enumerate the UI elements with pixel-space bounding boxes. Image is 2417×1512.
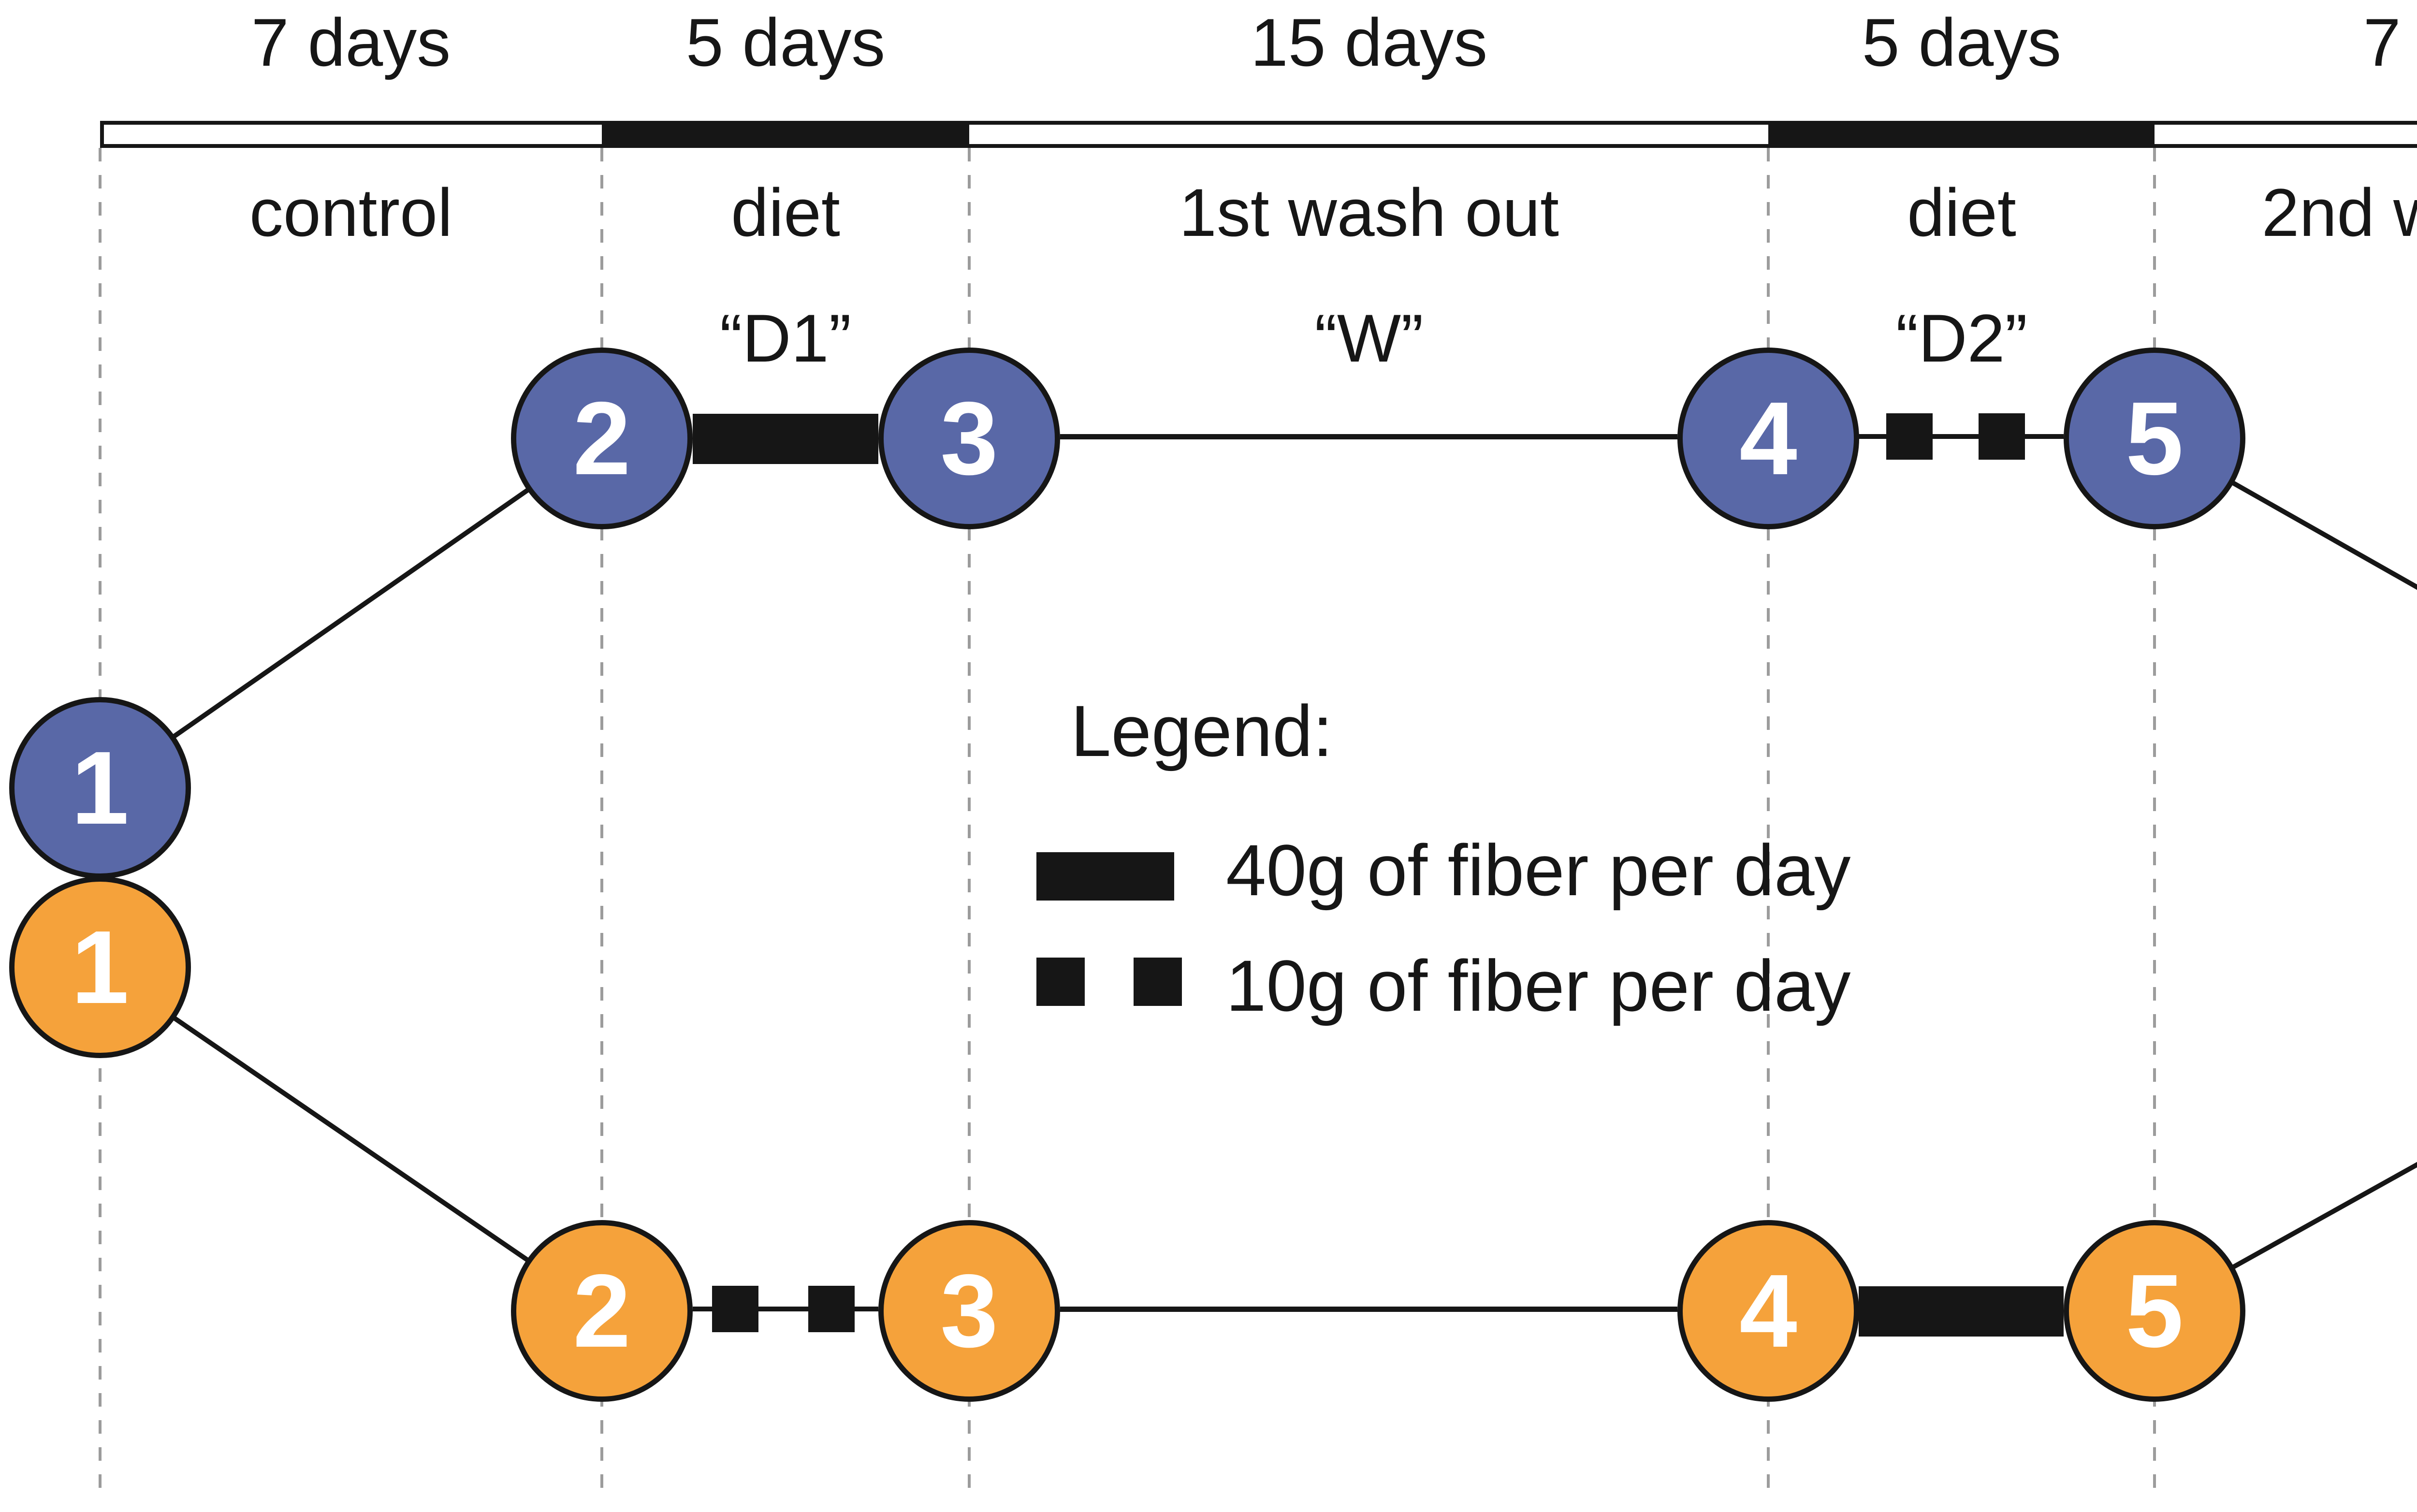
grid-line-2 <box>600 148 603 1501</box>
legend-label-40g: 40g of fiber per day <box>1226 829 1851 911</box>
node-blue-5-label: 5 <box>2126 380 2184 496</box>
blue-arm-line-1-2 <box>99 436 603 790</box>
grid-line-3 <box>968 148 971 1501</box>
phase-label-washout2: 2nd wash out <box>2261 174 2417 250</box>
orange-dashed-square-1 <box>712 1286 758 1332</box>
node-blue-4: 4 <box>1677 348 1859 529</box>
code-label-d1: “D1” <box>719 300 852 376</box>
blue-dashed-connector-line <box>1859 434 2064 439</box>
timeline-diet2-segment <box>1768 121 2155 148</box>
legend-dashed-square-2 <box>1134 958 1182 1006</box>
orange-thick-bar-4-5 <box>1859 1286 2064 1337</box>
orange-thin-line-3-4 <box>1060 1307 1677 1312</box>
orange-dashed-connector-2-3 <box>693 1286 878 1332</box>
node-blue-1: 1 <box>9 697 191 879</box>
node-orange-5-label: 5 <box>2126 1252 2184 1369</box>
duration-label-washout2: 7 days <box>2363 4 2417 80</box>
duration-label-control: 7 days <box>251 4 451 80</box>
blue-dashed-square-2 <box>1979 413 2025 460</box>
legend-label-10g: 10g of fiber per day <box>1226 945 1851 1026</box>
orange-arm-line-5-6 <box>2153 1162 2417 1313</box>
phase-label-washout1: 1st wash out <box>1179 174 1559 250</box>
node-blue-2-label: 2 <box>573 380 631 496</box>
node-orange-4: 4 <box>1677 1220 1859 1402</box>
node-blue-4-label: 4 <box>1739 380 1797 496</box>
timeline-diet1-segment <box>602 121 969 148</box>
node-orange-1-label: 1 <box>71 909 129 1025</box>
node-orange-2-label: 2 <box>573 1252 631 1369</box>
duration-label-washout1: 15 days <box>1250 4 1488 80</box>
orange-arm-line-1-2 <box>99 965 603 1313</box>
duration-label-diet1: 5 days <box>685 4 886 80</box>
code-label-w: “W” <box>1314 300 1424 376</box>
node-orange-1: 1 <box>9 876 191 1058</box>
blue-dashed-square-1 <box>1886 413 1933 460</box>
legend-title: Legend: <box>1071 690 1333 771</box>
orange-dashed-connector-line <box>693 1307 878 1311</box>
grid-line-4 <box>1767 148 1770 1501</box>
node-orange-3-label: 3 <box>940 1252 998 1369</box>
node-orange-5: 5 <box>2064 1220 2245 1402</box>
legend-thick-bar-swatch <box>1036 852 1174 901</box>
blue-arm-line-5-6 <box>2153 436 2417 590</box>
node-blue-3-label: 3 <box>940 380 998 496</box>
node-blue-5: 5 <box>2064 348 2245 529</box>
grid-line-5 <box>2153 148 2156 1501</box>
phase-label-control: control <box>249 174 453 250</box>
node-blue-3: 3 <box>878 348 1060 529</box>
node-orange-3: 3 <box>878 1220 1060 1402</box>
node-orange-2: 2 <box>511 1220 693 1402</box>
node-blue-2: 2 <box>511 348 693 529</box>
blue-dashed-connector-4-5 <box>1859 413 2064 460</box>
phase-label-diet2: diet <box>1907 174 2016 250</box>
blue-thick-bar-2-3 <box>693 414 878 464</box>
legend-dashed-square-1 <box>1036 958 1085 1006</box>
phase-label-diet1: diet <box>731 174 840 250</box>
code-label-d2: “D2” <box>1895 300 2028 376</box>
duration-label-diet2: 5 days <box>1862 4 2062 80</box>
orange-dashed-square-2 <box>808 1286 855 1332</box>
blue-thin-line-3-4 <box>1060 434 1677 439</box>
node-orange-4-label: 4 <box>1739 1252 1797 1369</box>
node-blue-1-label: 1 <box>71 729 129 846</box>
